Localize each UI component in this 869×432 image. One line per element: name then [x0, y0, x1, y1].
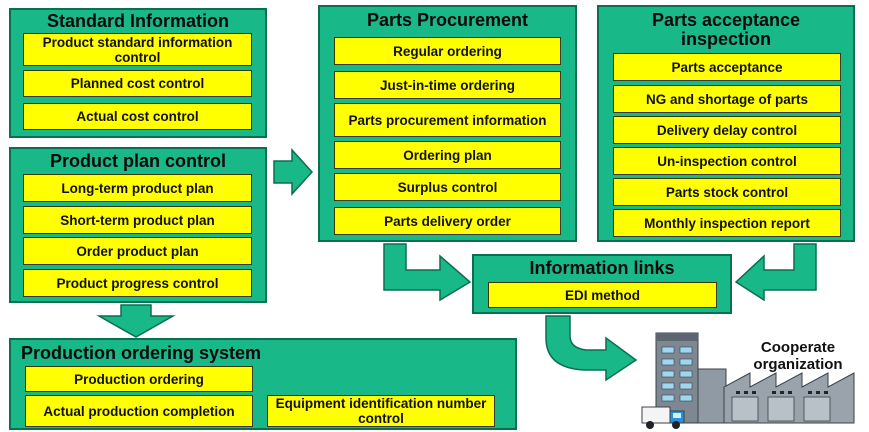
panel-title: Production ordering system [21, 343, 262, 363]
edi-method-item: EDI method [488, 282, 717, 308]
delivery-delay-control-item: Delivery delay control [613, 116, 841, 144]
panel-title: Product plan control [49, 151, 226, 171]
planned-cost-control-item: Planned cost control [23, 70, 252, 97]
parts-delivery-order-item: Parts delivery order [334, 207, 561, 235]
short-term-product-plan-item: Short-term product plan [23, 206, 252, 234]
panel-title: Parts acceptance inspection [651, 10, 801, 49]
panel-title: Standard Information [46, 11, 229, 31]
long-term-product-plan-item: Long-term product plan [23, 174, 252, 202]
cooperate-organization-label: Cooperate organization [753, 339, 843, 373]
curved-arrow-to-organization-icon [545, 315, 638, 382]
elbow-arrow-right-icon [383, 243, 472, 302]
equipment-identification-number-control-item: Equipment identification number control [267, 395, 495, 427]
just-in-time-ordering-item: Just-in-time ordering [334, 71, 561, 99]
parts-procurement-information-item: Parts procurement information [334, 103, 561, 137]
down-arrow-icon [96, 304, 176, 338]
standard-information-panel: Standard Information Product standard in… [9, 8, 267, 138]
information-links-panel: Information links EDI method [472, 254, 732, 314]
product-plan-control-panel: Product plan control Long-term product p… [9, 147, 267, 303]
production-ordering-system-panel: Production ordering system Production or… [9, 338, 517, 430]
order-product-plan-item: Order product plan [23, 237, 252, 265]
actual-production-completion-item: Actual production completion [25, 395, 253, 427]
ng-and-shortage-of-parts-item: NG and shortage of parts [613, 85, 841, 113]
panel-title: Parts Procurement [366, 10, 529, 30]
actual-cost-control-item: Actual cost control [23, 103, 252, 130]
regular-ordering-item: Regular ordering [334, 37, 561, 65]
panel-title: Information links [529, 258, 675, 278]
un-inspection-control-item: Un-inspection control [613, 147, 841, 175]
ordering-plan-item: Ordering plan [334, 141, 561, 169]
elbow-arrow-left-icon [734, 243, 817, 302]
factory-buildings-icon [641, 332, 855, 429]
parts-procurement-panel: Parts Procurement Regular ordering Just-… [318, 5, 577, 242]
parts-stock-control-item: Parts stock control [613, 178, 841, 206]
monthly-inspection-report-item: Monthly inspection report [613, 209, 841, 237]
surplus-control-item: Surplus control [334, 173, 561, 201]
product-standard-information-control-item: Product standard information control [23, 33, 252, 66]
parts-acceptance-item: Parts acceptance [613, 53, 841, 81]
right-arrow-icon [273, 148, 314, 196]
parts-acceptance-inspection-panel: Parts acceptance inspection Parts accept… [597, 5, 855, 242]
production-ordering-item: Production ordering [25, 366, 253, 392]
product-progress-control-item: Product progress control [23, 269, 252, 297]
